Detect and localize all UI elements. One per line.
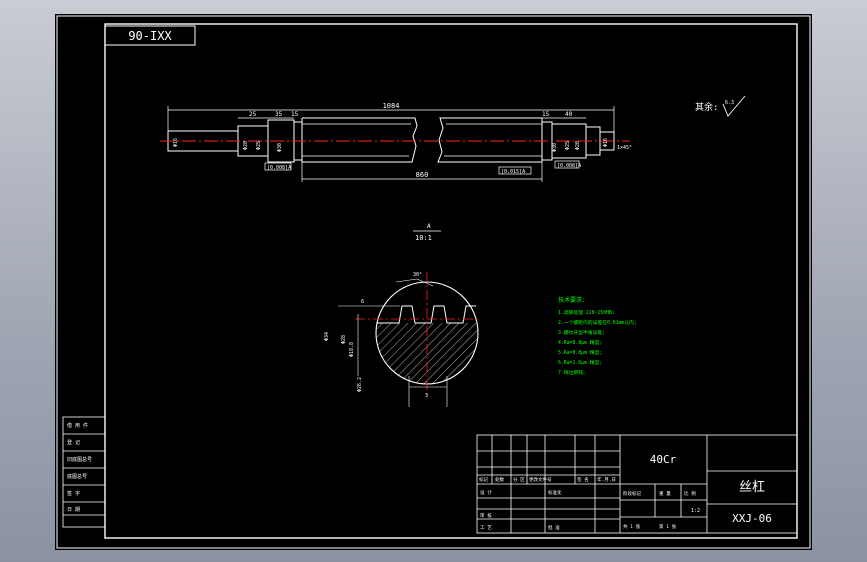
side-5: 日 期 [67, 507, 80, 513]
dia-2: Φ25 [256, 141, 262, 150]
roughness-value: 6.3 [725, 100, 734, 106]
dim-thread: 860 [416, 171, 429, 179]
tol-mid: [0.015]A [501, 169, 525, 175]
svg-text:4.Ra=0.8μm 精度;: 4.Ra=0.8μm 精度; [558, 339, 602, 346]
dia-1: Φ20 [243, 141, 249, 150]
tb-stage: 阶段标记 [623, 490, 641, 497]
tb-row-5: 年.月.日 [597, 476, 616, 483]
dia-6: Φ20 [575, 141, 581, 150]
dia-0: Φ16 [173, 138, 179, 147]
drawing-code: 90-IXX [128, 29, 172, 43]
tb-row-4: 签 名 [577, 476, 589, 483]
material: 40Cr [650, 453, 677, 466]
technical-drawing: 90-IXX 1084 860 25 35 15 15 40 [56, 15, 811, 549]
code-box [104, 25, 196, 46]
sect-width: 3 [425, 393, 428, 399]
side-4: 签 字 [67, 490, 80, 497]
sect-dim-2: Φ18.8 [349, 342, 355, 357]
tb-standardize: 标准化 [548, 489, 562, 496]
tb-row-3: 更改文件号 [529, 476, 552, 483]
section-view [338, 272, 481, 407]
tb-approve: 审 核 [480, 512, 492, 519]
dim-right-0: 15 [542, 111, 550, 118]
dim-right-1: 40 [565, 111, 573, 118]
end-chamfer: 1×45° [617, 145, 632, 151]
dia-5: Φ25 [565, 141, 571, 150]
tb-approved: 批 准 [548, 524, 560, 531]
roughness-note: 其余: [695, 101, 718, 113]
tb-sheet-no: 第 1 张 [659, 523, 677, 530]
sect-dim-0: Φ34 [324, 332, 330, 341]
side-3: 底图总号 [67, 473, 87, 480]
tb-scale: 比 例 [684, 490, 696, 497]
dim-left-0: 25 [249, 111, 257, 118]
side-table [62, 416, 106, 528]
tech-notes: 技术要求: 1.调质处理 220-250HB; 2.一个螺距内的误差在0.01m… [558, 296, 637, 376]
part-number: XXJ-06 [732, 512, 772, 525]
side-1: 登 记 [67, 439, 80, 446]
svg-text:5.Ra=0.8μm 精度;: 5.Ra=0.8μm 精度; [558, 349, 602, 356]
dim-overall: 1084 [383, 102, 400, 110]
svg-text:3.螺纹牙型半角误差;: 3.螺纹牙型半角误差; [558, 329, 605, 336]
side-2: 旧底图总号 [67, 456, 92, 463]
sect-angle: 30° [413, 272, 422, 278]
tb-designer: 设 计 [480, 489, 492, 496]
tol-right: [0.008]A [557, 163, 581, 169]
outer-frame [56, 15, 811, 549]
sect-dim-3: Φ26.2 [357, 377, 363, 392]
svg-text:2.一个螺距内的误差在0.01mm以内;: 2.一个螺距内的误差在0.01mm以内; [558, 319, 637, 326]
tol-left: [0.008]A [267, 165, 291, 171]
svg-text:1.调质处理 220-250HB;: 1.调质处理 220-250HB; [558, 309, 615, 316]
scale-value: 1:2 [691, 508, 700, 514]
tb-weight: 重 量 [659, 490, 671, 497]
svg-text:技术要求:: 技术要求: [558, 296, 586, 304]
shaft-dimensions [167, 106, 615, 182]
roughness-symbol [722, 95, 746, 117]
title-block [476, 434, 798, 534]
sect-dim-1: Φ28 [341, 335, 347, 344]
dia-7: Φ16 [603, 138, 609, 147]
sect-pitch: 6 [361, 299, 364, 305]
inner-frame [104, 23, 798, 539]
shaft-main-view [167, 117, 615, 163]
dia-3: Φ30 [277, 143, 283, 152]
section-mark: A [427, 223, 431, 230]
dia-4: Φ30 [552, 143, 558, 152]
svg-text:6.Ra=1.6μm 精度;: 6.Ra=1.6μm 精度; [558, 359, 602, 366]
section-scale: 10:1 [415, 234, 432, 242]
tb-sheets: 共 1 张 [623, 523, 641, 530]
tb-row-0: 标记 [479, 476, 488, 483]
dim-left-2: 15 [291, 111, 299, 118]
dim-left-1: 35 [275, 111, 283, 118]
tb-row-1: 处数 [495, 476, 504, 483]
tb-process: 工 艺 [480, 525, 492, 531]
part-name: 丝杠 [739, 479, 765, 495]
drawing-sheet: 90-IXX 1084 860 25 35 15 15 40 [55, 14, 812, 550]
svg-text:7.锐边倒钝。: 7.锐边倒钝。 [558, 369, 588, 376]
side-0: 借 用 件 [67, 422, 88, 429]
tb-row-2: 分 区 [513, 476, 525, 483]
